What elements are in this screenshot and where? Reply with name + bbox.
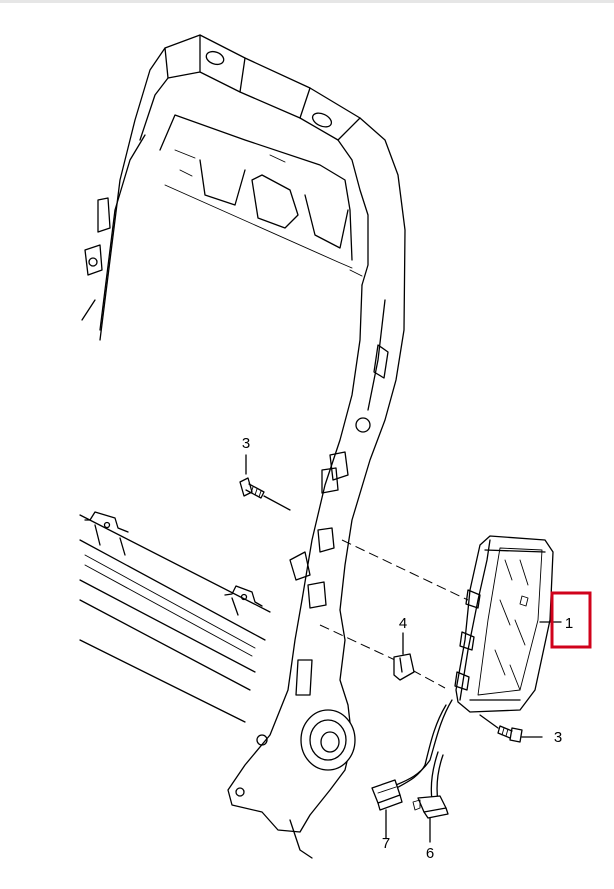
bolt-part-3-lower (479, 714, 543, 743)
part-1-highlight-box (550, 591, 592, 649)
side-airbag-module (454, 535, 554, 713)
bolt-part-3-upper (239, 454, 291, 511)
seat-frame-lower-bracket (227, 527, 356, 859)
callout-part-4: 4 (399, 615, 407, 632)
callout-part-3-lower: 3 (554, 729, 562, 746)
clip-part-4 (393, 632, 415, 681)
connector-part-7 (371, 779, 403, 839)
callout-part-6: 6 (426, 845, 434, 862)
callout-part-1: 1 (565, 615, 573, 632)
seat-back-frame (81, 34, 469, 689)
connector-part-6 (412, 795, 449, 843)
callout-part-7: 7 (382, 835, 390, 852)
top-divider (0, 0, 614, 3)
seat-base-rail (79, 511, 271, 723)
airbag-wiring-harness (392, 699, 453, 803)
callout-part-3-upper: 3 (242, 435, 250, 452)
